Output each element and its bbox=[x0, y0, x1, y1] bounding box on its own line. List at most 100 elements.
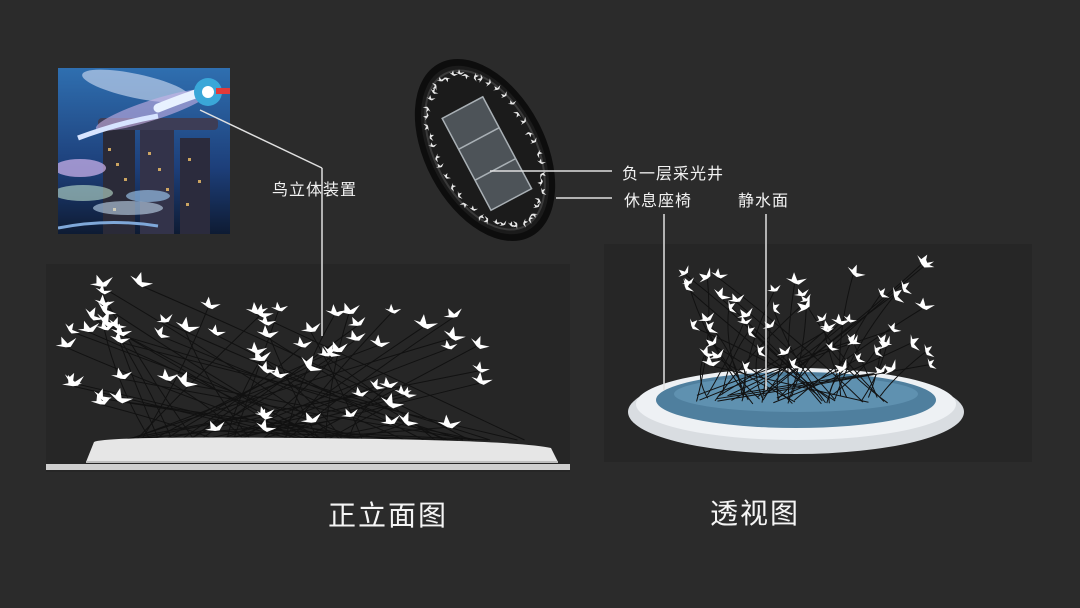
bird-silhouette bbox=[422, 111, 429, 121]
bird-silhouette bbox=[846, 334, 858, 346]
bird-silhouette bbox=[737, 307, 753, 318]
rod-stem bbox=[763, 288, 903, 397]
bird-silhouette bbox=[77, 320, 100, 332]
bird-silhouette bbox=[95, 283, 112, 295]
rod-stem bbox=[212, 416, 351, 441]
bird-silhouette bbox=[483, 215, 489, 225]
rod-stem bbox=[101, 292, 195, 441]
bird-silhouette bbox=[175, 371, 198, 388]
rod-stem bbox=[121, 395, 360, 441]
bird-silhouette bbox=[524, 132, 534, 138]
bird-silhouette bbox=[831, 313, 851, 326]
bird-silhouette bbox=[742, 360, 754, 373]
bird-silhouette bbox=[89, 274, 113, 287]
bird-silhouette bbox=[469, 205, 479, 211]
rod-stem bbox=[282, 312, 392, 441]
bird-silhouette bbox=[927, 358, 937, 369]
bird-silhouette bbox=[461, 73, 471, 80]
bird-silhouette bbox=[472, 361, 490, 373]
bird-silhouette bbox=[493, 84, 501, 91]
bird-silhouette bbox=[785, 272, 807, 285]
rod-stem bbox=[727, 307, 749, 401]
rod-stem bbox=[853, 343, 878, 398]
rod-stem bbox=[265, 336, 445, 441]
bird-silhouette bbox=[55, 336, 77, 348]
rod-stem bbox=[326, 405, 390, 441]
bird-silhouette bbox=[711, 268, 728, 279]
bird-silhouette bbox=[893, 286, 905, 303]
rod-stem bbox=[772, 308, 826, 404]
bird-silhouette bbox=[422, 106, 431, 113]
bird-silhouette bbox=[793, 288, 809, 297]
bird-silhouette bbox=[714, 287, 732, 300]
bird-silhouette bbox=[292, 336, 313, 348]
bird-silhouette bbox=[924, 344, 935, 358]
bird-silhouette bbox=[436, 77, 446, 82]
bird-silhouette bbox=[473, 72, 479, 82]
bird-silhouette bbox=[541, 187, 547, 195]
bird-silhouette bbox=[257, 360, 277, 374]
bird-silhouette bbox=[457, 191, 463, 199]
reference-photo bbox=[58, 68, 230, 234]
bird-silhouette bbox=[369, 378, 386, 390]
bird-silhouette bbox=[919, 257, 935, 266]
bird-silhouette bbox=[90, 393, 112, 405]
bird-silhouette bbox=[825, 341, 840, 351]
bird-silhouette bbox=[537, 149, 543, 159]
bird-silhouette bbox=[532, 202, 540, 209]
bird-silhouette bbox=[430, 88, 439, 94]
bird-silhouette bbox=[443, 326, 466, 341]
rod-stem bbox=[120, 378, 474, 441]
bird-silhouette bbox=[683, 278, 694, 292]
bird-silhouette bbox=[757, 344, 767, 358]
rod-stem bbox=[180, 346, 302, 441]
bird-silhouette bbox=[728, 300, 737, 314]
rod-stem bbox=[712, 344, 793, 404]
bird-silhouette bbox=[529, 213, 538, 218]
bird-silhouette bbox=[847, 264, 866, 278]
rod-stem bbox=[834, 295, 895, 400]
rod-stem bbox=[717, 276, 864, 403]
bird-silhouette bbox=[109, 387, 134, 404]
rod-stem bbox=[102, 304, 320, 441]
bird-silhouette bbox=[443, 308, 462, 318]
bird-silhouette bbox=[413, 314, 439, 330]
bird-silhouette bbox=[200, 296, 221, 310]
bird-silhouette bbox=[256, 408, 274, 420]
bird-silhouette bbox=[256, 324, 279, 338]
rod-stem bbox=[68, 330, 363, 441]
rod-stem bbox=[152, 353, 329, 441]
bird-silhouette bbox=[485, 78, 491, 87]
bird-silhouette bbox=[435, 163, 444, 168]
bird-silhouette bbox=[537, 158, 546, 165]
bird-silhouette bbox=[380, 393, 405, 409]
rod-stem bbox=[254, 352, 344, 441]
rod-stem bbox=[255, 313, 525, 441]
bird-silhouette bbox=[154, 326, 171, 339]
label-skylight: 负一层采光井 bbox=[622, 164, 725, 183]
bird-silhouette bbox=[773, 301, 781, 315]
label-bench: 休息座椅 bbox=[624, 191, 693, 210]
bird-silhouette bbox=[394, 384, 412, 396]
bird-silhouette bbox=[477, 74, 483, 83]
rod-stem bbox=[141, 307, 209, 441]
bird-silhouette bbox=[156, 313, 173, 323]
bird-silhouette bbox=[471, 371, 493, 385]
bird-silhouette bbox=[110, 330, 131, 344]
bird-silhouette bbox=[380, 414, 400, 425]
bird-silhouette bbox=[470, 336, 490, 349]
bird-silhouette bbox=[520, 116, 526, 125]
bird-silhouette bbox=[351, 386, 369, 397]
rod-stem bbox=[263, 370, 491, 441]
bird-silhouette bbox=[398, 411, 419, 426]
bird-silhouette bbox=[499, 220, 507, 226]
rod-stem bbox=[165, 379, 245, 441]
rod-stem bbox=[742, 291, 775, 396]
bird-silhouette bbox=[130, 271, 154, 288]
bird-silhouette bbox=[93, 388, 112, 401]
rod-stem bbox=[879, 351, 926, 397]
bird-silhouette bbox=[369, 334, 391, 348]
bird-silhouette bbox=[156, 368, 179, 382]
bird-silhouette bbox=[254, 406, 275, 417]
bird-silhouette bbox=[175, 316, 201, 333]
